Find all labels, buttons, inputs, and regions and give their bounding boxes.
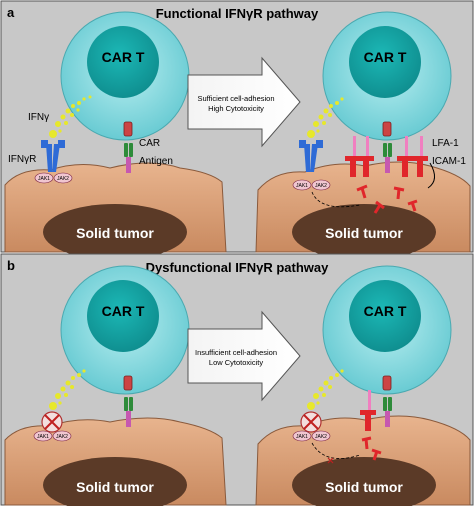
- panel-a-right-ifngr: JAK1 JAK2: [292, 140, 361, 208]
- panel-b-title: Dysfunctional IFNγR pathway: [146, 260, 330, 275]
- panel-b-right-blocked-ifngr: JAK1 JAK2: [292, 411, 361, 464]
- panel-a-right-tumor: Solid tumor: [255, 161, 471, 260]
- panel-b-left-ifng-dots: [49, 369, 86, 410]
- tumor-label: Solid tumor: [325, 225, 403, 241]
- panel-b-right-car-receptor: [382, 375, 392, 427]
- panel-b-right-ifng-dots: [307, 369, 344, 410]
- panel-b: b Dysfunctional IFNγR pathway Solid tumo…: [0, 253, 474, 506]
- car-label: CAR: [139, 138, 160, 149]
- car-t-label: CAR T: [102, 303, 145, 319]
- panel-a-lfa1-icam1-pairs: [345, 136, 428, 214]
- arrow-text-1: Insufficient cell-adhesion: [195, 348, 277, 357]
- icam1-label: ICAM-1: [432, 156, 466, 167]
- adhesion-pair: [345, 136, 361, 177]
- tumor-label: Solid tumor: [76, 479, 154, 495]
- panel-a-right-ifng-dots: [307, 97, 344, 138]
- tumor-nucleus: [292, 204, 436, 260]
- arrow-text-2: Low Cytotoxicity: [209, 358, 263, 367]
- antigen-label: Antigen: [139, 156, 173, 167]
- arrow-text-1: Sufficient cell-adhesion: [198, 94, 275, 103]
- ifng-label: IFNγ: [28, 112, 49, 123]
- cell-nucleus: [349, 26, 421, 98]
- cell-nucleus: [349, 280, 421, 352]
- jak2-label: JAK2: [315, 434, 327, 440]
- panel-b-right-car-t-cell: CAR T: [322, 265, 452, 395]
- cell-nucleus: [87, 26, 159, 98]
- tumor-nucleus: [43, 457, 187, 506]
- adhesion-pair: [412, 136, 428, 177]
- lfa1-label: LFA-1: [432, 138, 459, 149]
- panel-a-left-ifngr: JAK1 JAK2: [34, 140, 73, 184]
- panel-b-left-blocked-ifngr: JAK1 JAK2: [33, 411, 72, 442]
- panel-a-left-car-t-cell: CAR T: [60, 11, 190, 141]
- arrow-text-2: High Cytotoxicity: [208, 104, 264, 113]
- jak2-label: JAK2: [315, 183, 327, 189]
- panel-a-title: Functional IFNγR pathway: [156, 6, 319, 21]
- panel-a-right-car-receptor: [382, 121, 392, 173]
- panel-a-transition-arrow: Sufficient cell-adhesion High Cytotoxici…: [187, 56, 301, 148]
- panel-b-letter: b: [7, 258, 15, 273]
- car-t-label: CAR T: [364, 49, 407, 65]
- panel-b-left-tumor: Solid tumor: [4, 417, 227, 506]
- panel-a-letter: a: [7, 5, 15, 20]
- tumor-nucleus: [43, 204, 187, 260]
- panel-a: a Functional IFNγR pathway Solid tumor C…: [0, 0, 474, 260]
- tumor-label: Solid tumor: [76, 225, 154, 241]
- panel-b-left-car-t-cell: CAR T: [60, 265, 190, 395]
- panel-a-left-tumor: Solid tumor: [4, 162, 227, 260]
- jak2-label: JAK2: [57, 176, 69, 182]
- panel-b-left-car-receptor: [123, 375, 133, 427]
- tumor-nucleus: [292, 457, 436, 506]
- jak2-label: JAK2: [56, 434, 68, 440]
- ifngr-label: IFNγR: [8, 154, 36, 165]
- panel-a-left-car-receptor: [123, 121, 133, 173]
- adhesion-pair: [358, 136, 374, 177]
- car-t-label: CAR T: [102, 49, 145, 65]
- tumor-label: Solid tumor: [325, 479, 403, 495]
- car-t-label: CAR T: [364, 303, 407, 319]
- jak1-label: JAK1: [296, 434, 308, 440]
- panel-a-left-ifng-dots: [49, 95, 92, 138]
- panel-a-right-car-t-cell: CAR T: [322, 11, 452, 141]
- jak1-label: JAK1: [38, 176, 50, 182]
- panel-b-transition-arrow: Insufficient cell-adhesion Low Cytotoxic…: [187, 310, 301, 402]
- jak1-label: JAK1: [37, 434, 49, 440]
- jak1-label: JAK1: [296, 183, 308, 189]
- panel-b-lfa1-icam1-pair: [360, 390, 382, 461]
- panel-b-right-tumor: Solid tumor: [255, 415, 471, 506]
- cell-nucleus: [87, 280, 159, 352]
- adhesion-pair: [397, 136, 413, 177]
